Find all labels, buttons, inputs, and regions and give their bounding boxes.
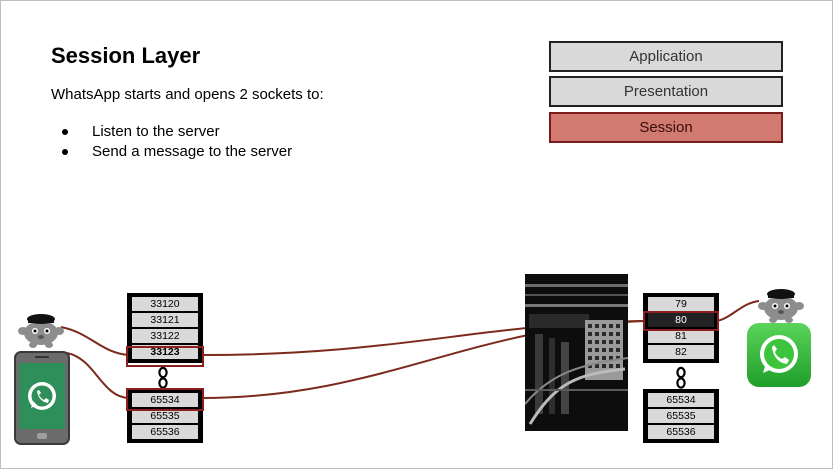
bullet-dot-icon: [62, 129, 68, 135]
bullet-dot-icon: [62, 149, 68, 155]
gopher-mascot-icon: [758, 289, 804, 323]
port-cell: 33122: [132, 329, 198, 343]
port-cell: 81: [648, 329, 714, 343]
bullet-text: Listen to the server: [92, 123, 220, 140]
port-cell-active: 33123: [132, 345, 198, 359]
port-cell: 65534: [648, 393, 714, 407]
port-cell: 65535: [648, 409, 714, 423]
client-port-stack-bottom: 65534 65535 65536: [127, 389, 203, 443]
osi-layer-session: Session: [549, 112, 783, 143]
server-port-to-mascot-wire: [715, 300, 760, 322]
port-cell: 33120: [132, 297, 198, 311]
port-cell: 79: [648, 297, 714, 311]
active-socket-highlight: [126, 388, 204, 411]
server-rack-photo: [525, 274, 628, 431]
bullet-list: Listen to the server Send a message to t…: [61, 122, 292, 162]
gopher-mascot-icon: [18, 314, 64, 348]
osi-layer-application: Application: [549, 41, 783, 72]
phone-with-whatsapp-icon: [14, 351, 70, 445]
chain-link-icon: [158, 366, 168, 389]
active-socket-highlight: [126, 346, 204, 367]
server-port-stack-top: 79 80 81 82: [643, 293, 719, 363]
port-cell: 65535: [132, 409, 198, 423]
server-port-stack-bottom: 65534 65535 65536: [643, 389, 719, 443]
port-cell-active: 65534: [132, 393, 198, 407]
client-port-stack-top: 33120 33121 33122 33123: [127, 293, 203, 363]
port-cell: 82: [648, 345, 714, 359]
port-cell: 33121: [132, 313, 198, 327]
slide-title: Session Layer: [51, 43, 201, 68]
mascot-to-port-33123-wire: [60, 326, 130, 356]
port-cell: 65536: [132, 425, 198, 439]
phone-to-port-65534-wire: [66, 352, 130, 399]
bullet-item: Send a message to the server: [61, 142, 292, 162]
osi-layer-presentation: Presentation: [549, 76, 783, 107]
port-cell-active: 80: [648, 313, 714, 327]
active-socket-highlight: [643, 311, 719, 331]
slide-subtitle: WhatsApp starts and opens 2 sockets to:: [51, 86, 324, 103]
bullet-item: Listen to the server: [61, 122, 292, 142]
whatsapp-icon: [747, 323, 811, 387]
bullet-text: Send a message to the server: [92, 143, 293, 160]
port-cell: 65536: [648, 425, 714, 439]
chain-link-icon: [676, 366, 686, 389]
